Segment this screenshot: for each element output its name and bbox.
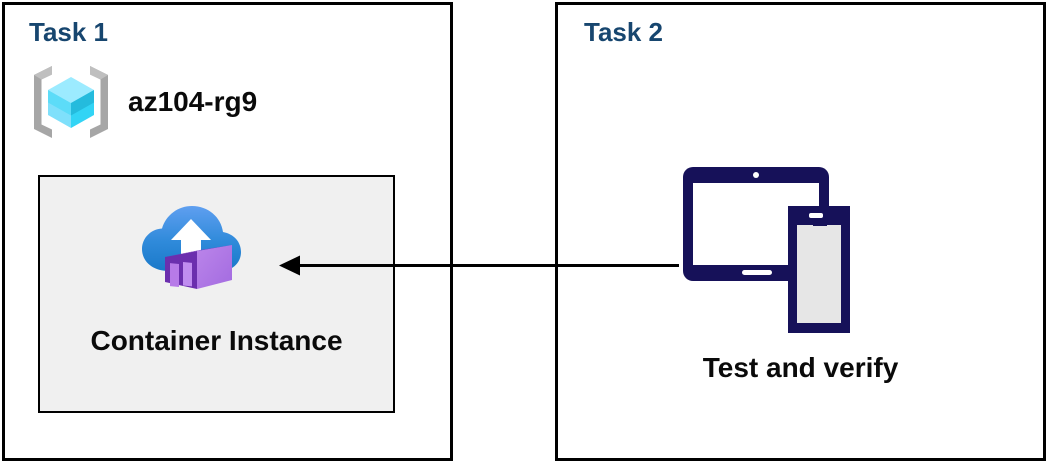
container-instance-label: Container Instance — [90, 325, 343, 356]
panel-task2-title: Task 2 — [584, 17, 664, 47]
panel-task1 — [2, 2, 453, 461]
resource-group-label: az104-rg9 — [128, 86, 258, 117]
container-instance-box: Container Instance — [38, 175, 395, 413]
azure-container-instance-icon — [142, 206, 241, 289]
test-and-verify-label: Test and verify — [702, 352, 899, 383]
panel-task2 — [555, 2, 1046, 461]
panel-task1-title: Task 1 — [29, 17, 109, 47]
resource-group-row: az104-rg9 — [30, 62, 257, 142]
azure-resource-group-icon — [34, 66, 108, 138]
devices-tablet-phone-icon — [683, 167, 850, 333]
flow-arrow — [279, 255, 679, 276]
